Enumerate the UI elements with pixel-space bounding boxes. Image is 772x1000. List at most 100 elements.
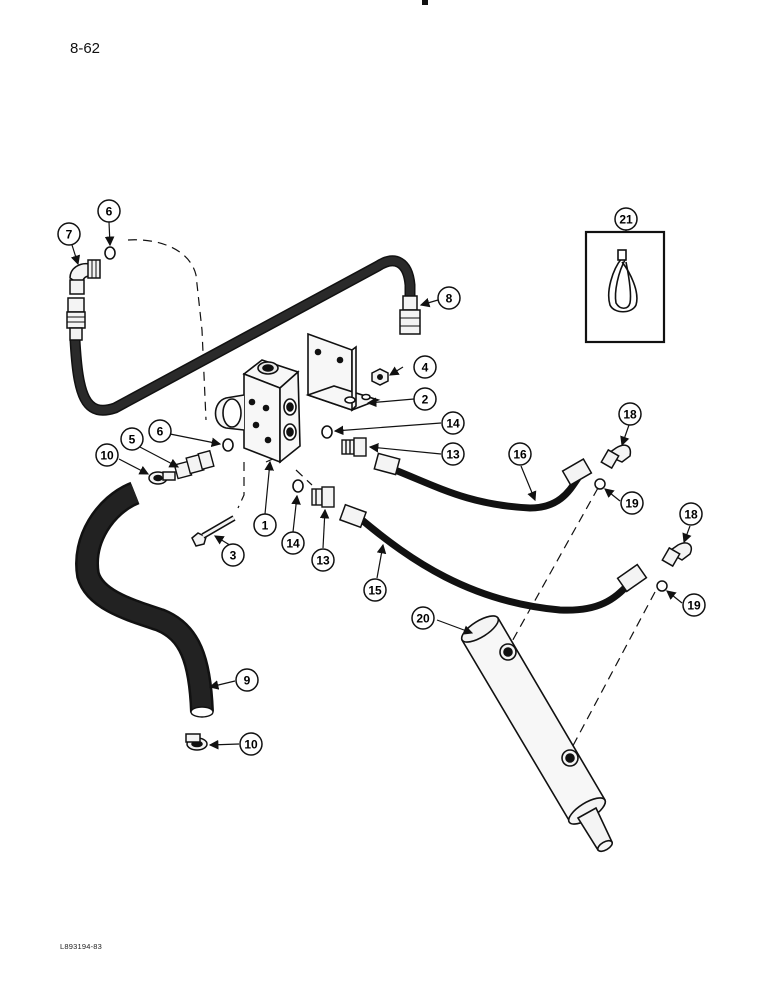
- o-ring-14-lower: [292, 479, 304, 493]
- elbow-fitting-18-lower: [661, 542, 692, 568]
- hose-16: [373, 452, 593, 512]
- svg-text:1: 1: [262, 519, 269, 533]
- fitting-5: [173, 449, 215, 480]
- svg-text:10: 10: [100, 449, 114, 463]
- callout-10a: 10: [95, 443, 119, 467]
- svg-text:19: 19: [687, 599, 701, 613]
- svg-text:18: 18: [684, 508, 698, 522]
- callout-14a: 14: [441, 411, 465, 435]
- hose-9: [75, 481, 214, 718]
- o-ring-14-upper: [321, 425, 333, 439]
- leader-10a: [118, 458, 150, 475]
- hose-8-right-fitting: [399, 295, 421, 335]
- bolt-3: [191, 515, 236, 547]
- elbow-fitting-18-upper: [600, 444, 632, 470]
- callout-20: 20: [411, 606, 435, 630]
- callouts: 1 2 3 4 5 6 6 7 8 9 10 10 13 13 14 14 15…: [57, 199, 706, 756]
- callout-18a: 18: [618, 402, 642, 426]
- leader-19a: [604, 488, 621, 502]
- callout-15: 15: [363, 578, 387, 602]
- callout-19b: 19: [682, 593, 706, 617]
- hose-clamp-10-lower: [185, 733, 208, 751]
- hose-8: [66, 255, 421, 416]
- leader-10b: [208, 739, 240, 750]
- callout-16: 16: [508, 442, 532, 466]
- svg-text:13: 13: [446, 448, 460, 462]
- callout-8: 8: [437, 286, 461, 310]
- leader-5: [137, 445, 180, 468]
- svg-text:9: 9: [244, 674, 251, 688]
- leader-14a: [333, 422, 442, 436]
- svg-text:18: 18: [623, 408, 637, 422]
- leader-8: [419, 298, 439, 308]
- callout-10b: 10: [239, 732, 263, 756]
- nut-4: [371, 368, 389, 386]
- leader-13a: [368, 443, 442, 455]
- svg-text:21: 21: [619, 213, 633, 227]
- guide-oring-to-fitting: [295, 469, 313, 486]
- inset-21: [584, 230, 666, 344]
- svg-text:2: 2: [422, 393, 429, 407]
- valve-body-1: [214, 359, 301, 464]
- strap-clamp-21: [607, 249, 638, 313]
- svg-text:6: 6: [106, 205, 113, 219]
- hose-15: [338, 503, 648, 614]
- callout-3: 3: [221, 543, 245, 567]
- svg-text:6: 6: [157, 425, 164, 439]
- leader-13b: [319, 508, 330, 549]
- svg-text:19: 19: [625, 497, 639, 511]
- leader-6b: [169, 433, 222, 448]
- leader-16: [520, 465, 537, 502]
- svg-text:20: 20: [416, 612, 430, 626]
- o-ring-6-lower: [222, 438, 234, 452]
- svg-text:15: 15: [368, 584, 382, 598]
- leader-19b: [666, 590, 683, 604]
- guide-valve-to-bolt: [237, 462, 245, 509]
- hose-clamp-10-upper: [148, 471, 176, 485]
- leader-18b: [682, 525, 692, 544]
- leader-14b: [291, 494, 301, 533]
- leader-15: [376, 543, 387, 579]
- cylinder-20: [460, 615, 614, 853]
- leader-6a: [104, 221, 115, 247]
- svg-text:8: 8: [446, 292, 453, 306]
- svg-text:14: 14: [446, 417, 460, 431]
- callout-7: 7: [57, 222, 81, 246]
- callout-1: 1: [253, 513, 277, 537]
- leader-7: [70, 244, 81, 266]
- guide-hose16-to-cylinder: [509, 487, 599, 646]
- leader-lines: [70, 221, 692, 750]
- figure-code: L893194-83: [60, 942, 103, 951]
- svg-text:10: 10: [244, 738, 258, 752]
- callout-5: 5: [120, 427, 144, 451]
- svg-text:3: 3: [230, 549, 237, 563]
- o-ring-19-upper: [594, 478, 606, 490]
- svg-text:16: 16: [513, 448, 527, 462]
- hose-8-left-fitting: [66, 297, 86, 341]
- guide-hose15-to-cylinder: [567, 591, 656, 756]
- callout-6a: 6: [97, 199, 121, 223]
- callout-21: 21: [614, 207, 638, 231]
- callout-19a: 19: [620, 491, 644, 515]
- leader-20: [436, 619, 474, 635]
- svg-text:7: 7: [66, 228, 73, 242]
- svg-text:4: 4: [422, 361, 429, 375]
- callout-13a: 13: [441, 442, 465, 466]
- callout-4: 4: [413, 355, 437, 379]
- top-edge-mark: [422, 0, 428, 5]
- leader-1: [264, 460, 274, 515]
- fitting-13-upper: [341, 437, 367, 457]
- callout-18b: 18: [679, 502, 703, 526]
- fitting-13-lower: [311, 486, 335, 508]
- callout-6b: 6: [148, 419, 172, 443]
- bracket-2: [305, 332, 381, 412]
- callout-2: 2: [413, 387, 437, 411]
- svg-text:14: 14: [286, 537, 300, 551]
- svg-text:5: 5: [129, 433, 136, 447]
- callout-9: 9: [235, 668, 259, 692]
- callout-14b: 14: [281, 531, 305, 555]
- leader-2: [366, 397, 415, 408]
- svg-text:13: 13: [316, 554, 330, 568]
- elbow-fitting-7: [69, 259, 101, 295]
